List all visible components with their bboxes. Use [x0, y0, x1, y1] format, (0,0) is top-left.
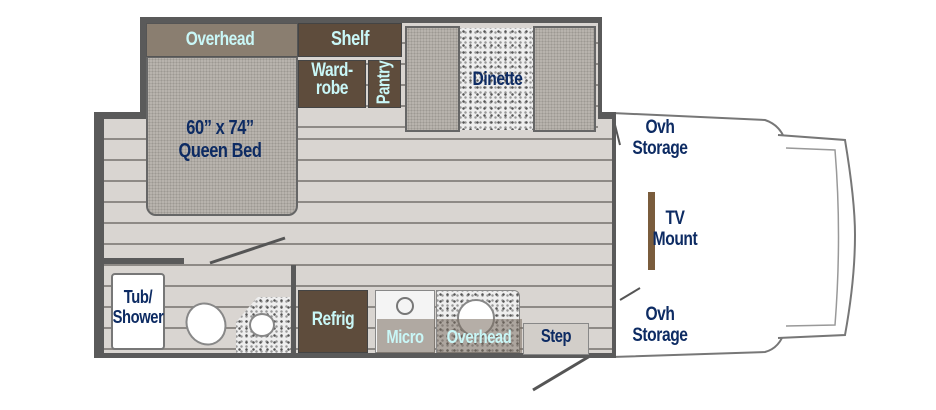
tub-label-1: Tub/ — [123, 287, 153, 307]
ovh-storage-top-label-2: Storage — [632, 138, 688, 159]
shelf — [298, 23, 402, 57]
ovh-storage-bottom-label-2: Storage — [632, 325, 688, 346]
wardrobe-label: Ward- robe — [311, 60, 353, 100]
entry-step — [523, 323, 589, 355]
queen-bed — [146, 56, 298, 216]
dinette-bench-left — [405, 26, 460, 132]
tv-mount — [648, 192, 655, 270]
overhead-kitchen-label: Overhead — [446, 327, 512, 347]
dinette-bench-right — [533, 26, 596, 132]
dinette-table — [460, 28, 533, 130]
tub-label-2: Shower — [112, 307, 164, 327]
bath-sink-icon — [249, 313, 275, 337]
bath-wall — [104, 258, 184, 264]
tub-shower — [111, 273, 165, 350]
dinette-label: Dinette — [472, 69, 523, 90]
wardrobe — [298, 60, 366, 108]
refrigerator — [298, 290, 368, 353]
ovh-storage-bottom-label-1: Ovh — [645, 304, 675, 325]
burner-icon — [396, 297, 414, 315]
bed-name-label: Queen Bed — [178, 140, 262, 162]
tv-label-1: TV — [665, 208, 685, 229]
micro-label: Micro — [386, 327, 424, 347]
overhead-bed-cabinet — [146, 23, 298, 57]
bath-kitchen-wall — [291, 265, 296, 355]
bed-size-label: 60” x 74” — [186, 117, 254, 139]
step-label: Step — [540, 326, 572, 346]
ovh-storage-top-label-1: Ovh — [645, 117, 675, 138]
tv-label-2: Mount — [652, 229, 698, 250]
refrig-label: Refrig — [311, 309, 355, 330]
overhead-bed-label: Overhead — [185, 29, 255, 50]
pantry — [368, 60, 401, 108]
overhead-kitchen-cabinet — [437, 319, 522, 353]
microwave — [377, 319, 435, 353]
entry-door-swing — [532, 354, 591, 392]
shelf-label: Shelf — [330, 28, 370, 50]
